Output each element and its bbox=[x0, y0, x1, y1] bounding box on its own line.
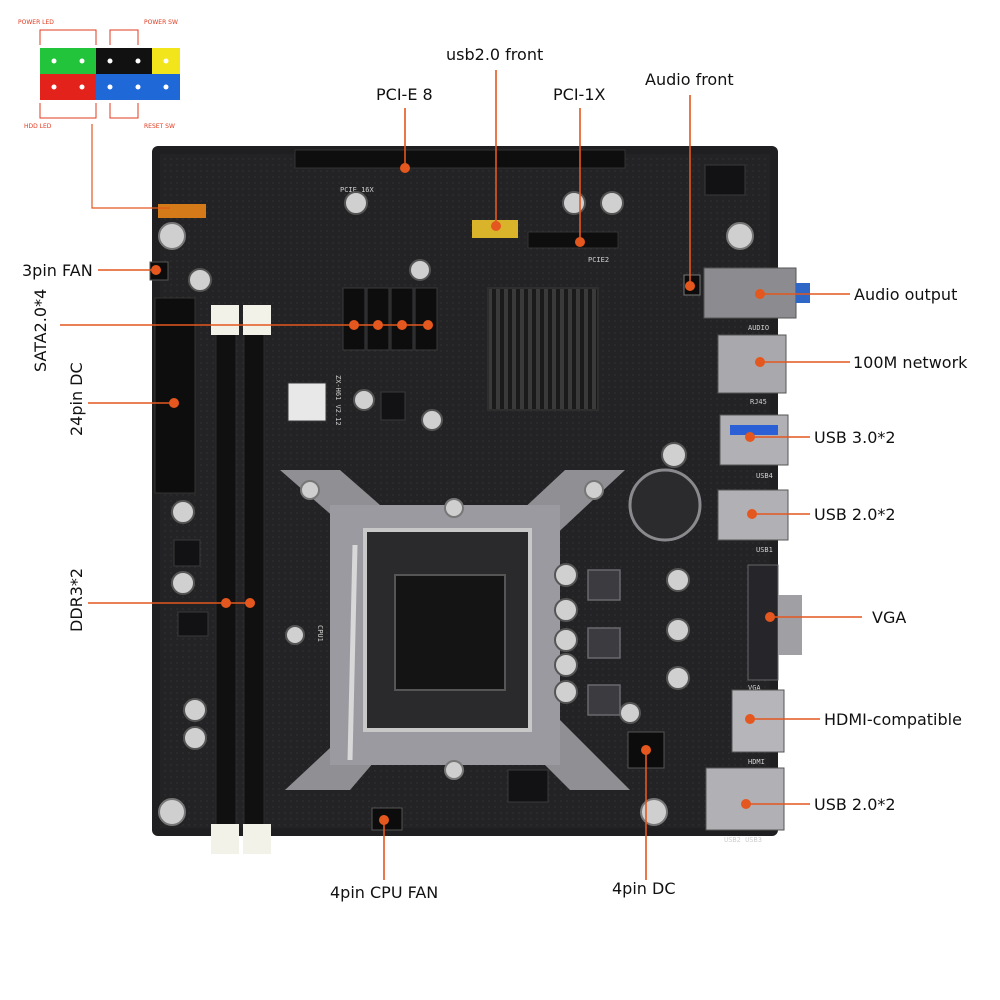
marker-vga bbox=[765, 612, 775, 622]
atx-24pin-connector bbox=[154, 297, 196, 494]
marker-usb30 bbox=[745, 432, 755, 442]
marker-hdmi bbox=[745, 714, 755, 724]
marker-ddr3-2 bbox=[245, 598, 255, 608]
label-pcie8: PCI-E 8 bbox=[376, 85, 433, 104]
ddr3-slot-2 bbox=[243, 329, 265, 831]
audio-jack bbox=[703, 267, 797, 319]
usb4-silkscreen: USB4 bbox=[756, 472, 773, 480]
front-panel-header bbox=[158, 204, 206, 218]
label-fan3: 3pin FAN bbox=[22, 261, 93, 280]
legend-reset-sw: RESET SW bbox=[144, 123, 175, 130]
label-dc4: 4pin DC bbox=[612, 879, 676, 898]
label-audio-front: Audio front bbox=[645, 70, 734, 89]
chipset-heatsink bbox=[487, 287, 599, 411]
hdmi-silkscreen: HDMI bbox=[748, 758, 765, 766]
vga-port bbox=[747, 564, 779, 681]
motherboard: CPU1 PCIE 16X PCIE2 bbox=[149, 146, 810, 854]
ddr3-slot-1 bbox=[215, 329, 237, 831]
callout-markers bbox=[151, 163, 775, 825]
usb2-lower-port bbox=[705, 767, 785, 831]
legend-power-sw: POWER SW bbox=[144, 19, 178, 26]
marker-sata-2 bbox=[373, 320, 383, 330]
label-pci1x: PCI-1X bbox=[553, 85, 605, 104]
marker-sata-1 bbox=[349, 320, 359, 330]
label-ddr3: DDR3*2 bbox=[67, 568, 86, 632]
rj45-port bbox=[717, 334, 787, 394]
rj45-silkscreen: RJ45 bbox=[750, 398, 767, 406]
marker-usb20b bbox=[741, 799, 751, 809]
marker-network bbox=[755, 357, 765, 367]
marker-sata-4 bbox=[423, 320, 433, 330]
pcie-x16-slot bbox=[294, 149, 626, 169]
capacitors bbox=[171, 191, 690, 750]
pcie-x1-slot bbox=[527, 231, 619, 249]
label-hdmi: HDMI-compatible bbox=[824, 710, 962, 729]
marker-pci1x bbox=[575, 237, 585, 247]
label-cpu-fan: 4pin CPU FAN bbox=[330, 883, 438, 902]
marker-dc4 bbox=[641, 745, 651, 755]
marker-sata-3 bbox=[397, 320, 407, 330]
pcie16-silkscreen: PCIE 16X bbox=[340, 186, 375, 194]
labels: PCI-E 8 usb2.0 front PCI-1X Audio front … bbox=[22, 45, 968, 902]
marker-ddr3-1 bbox=[221, 598, 231, 608]
cpu-silkscreen: CPU1 bbox=[316, 625, 324, 642]
marker-audio-front bbox=[685, 281, 695, 291]
label-usb30: USB 3.0*2 bbox=[814, 428, 896, 447]
audio-silkscreen: AUDIO bbox=[748, 324, 769, 332]
label-sata: SATA2.0*4 bbox=[31, 289, 50, 372]
io-ports: AUDIO RJ45 USB4 USB1 VGA HDMI USB2 USB3 bbox=[703, 267, 810, 844]
legend-hdd-led: HDD LED bbox=[24, 123, 52, 130]
label-atx24: 24pin DC bbox=[67, 362, 86, 436]
marker-cpu-fan bbox=[379, 815, 389, 825]
marker-audio-out bbox=[755, 289, 765, 299]
label-vga: VGA bbox=[872, 608, 906, 627]
cmos-battery bbox=[628, 468, 702, 542]
legend-power-led: POWER LED bbox=[18, 19, 54, 26]
usb1-silkscreen: USB1 bbox=[756, 546, 773, 554]
vga-silkscreen: VGA bbox=[748, 684, 761, 692]
label-usb20a: USB 2.0*2 bbox=[814, 505, 896, 524]
label-usb20b: USB 2.0*2 bbox=[814, 795, 896, 814]
marker-usb20a bbox=[747, 509, 757, 519]
label-usb-front: usb2.0 front bbox=[446, 45, 543, 64]
marker-atx24 bbox=[169, 398, 179, 408]
marker-pcie8 bbox=[400, 163, 410, 173]
pcie1-silkscreen: PCIE2 bbox=[588, 256, 609, 264]
marker-usb-front bbox=[491, 221, 501, 231]
usb-bottom-silkscreen: USB2 USB3 bbox=[724, 836, 762, 844]
hdmi-port bbox=[731, 689, 785, 753]
marker-fan3 bbox=[151, 265, 161, 275]
model-silkscreen: ZX-H61 V2.12 bbox=[334, 375, 342, 426]
sata-ports bbox=[342, 287, 438, 351]
front-panel-legend: POWER LED POWER SW HDD LED RESET SW bbox=[18, 19, 180, 130]
label-network: 100M network bbox=[853, 353, 968, 372]
label-audio-out: Audio output bbox=[854, 285, 957, 304]
